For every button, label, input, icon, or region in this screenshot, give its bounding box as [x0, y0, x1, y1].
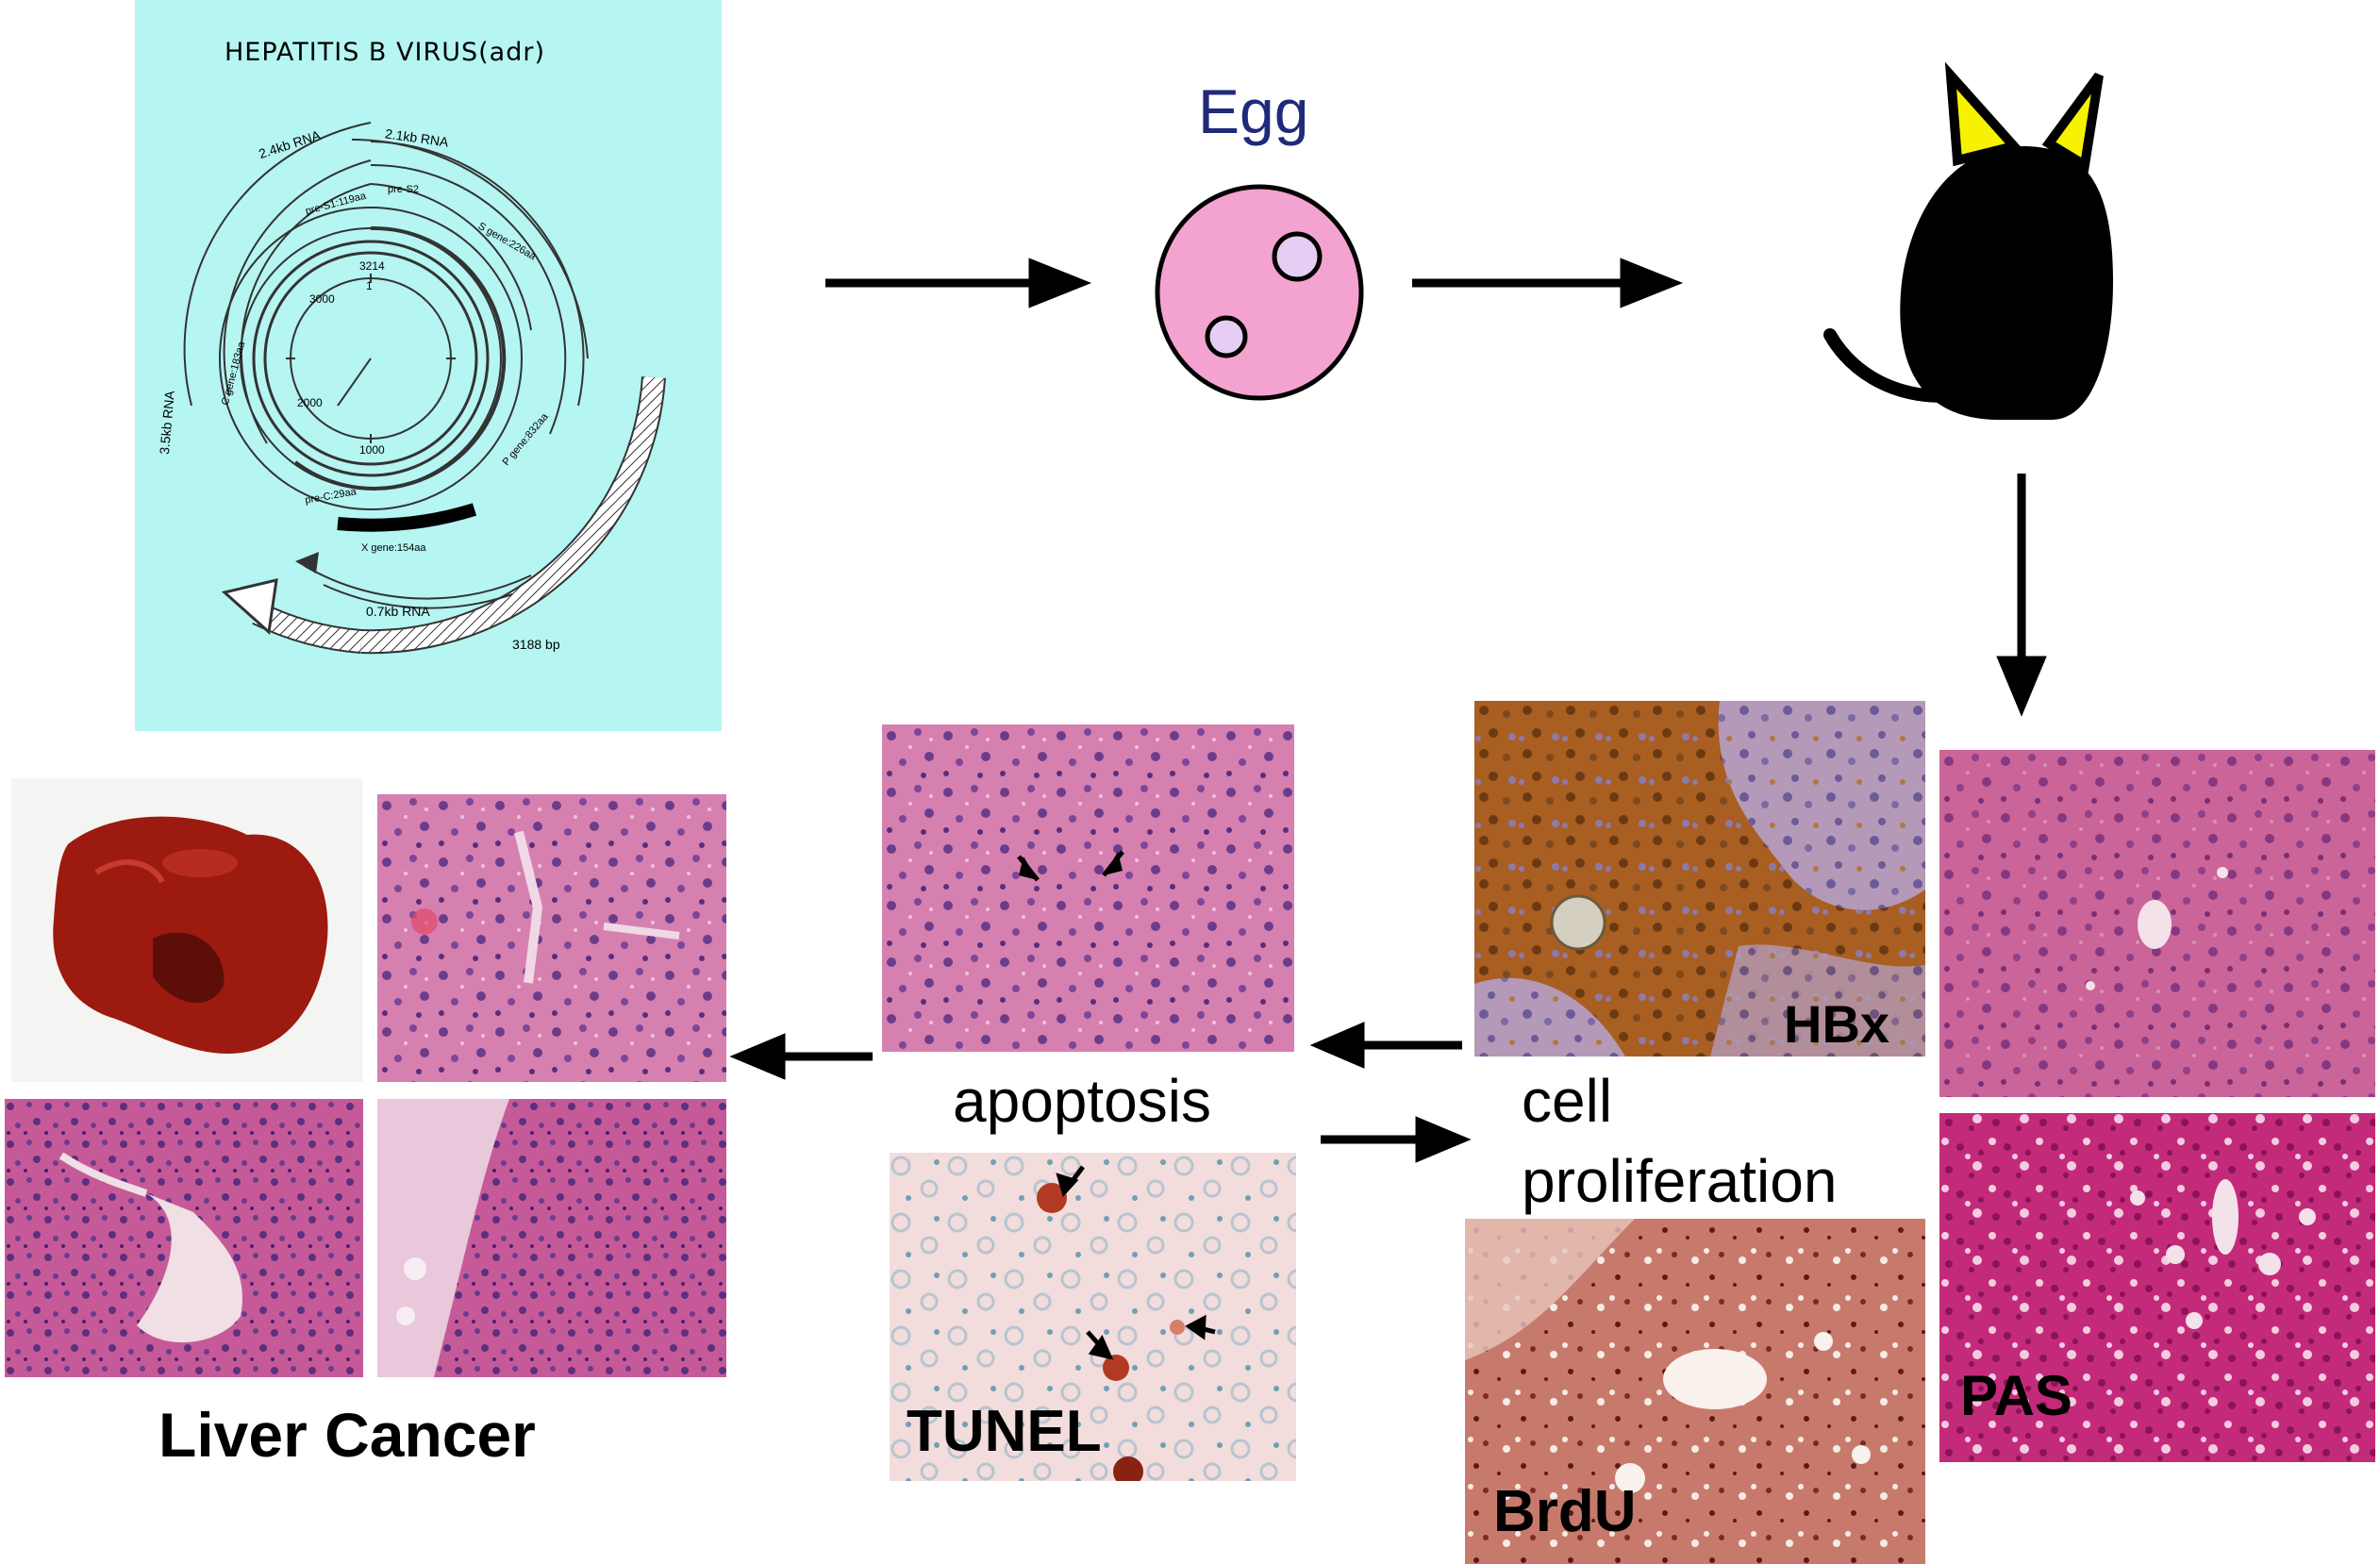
rna-label-0-7kb: 0.7kb RNA [366, 604, 430, 619]
cell-proliferation-label-line2: proliferation [1522, 1147, 1838, 1215]
position-label-1: 1 [366, 279, 373, 292]
mouse-tail [1823, 328, 1950, 403]
arrow-hbx-to-apoptosis-head [1309, 1022, 1365, 1069]
brdu-stain-image: BrdU [1465, 1219, 1925, 1564]
transgenic-mouse [1823, 61, 2113, 420]
apoptosis-he-image [882, 724, 1294, 1052]
mouse-body [1900, 146, 2113, 420]
arrow-egg-to-mouse-head [1620, 258, 1684, 308]
genome-map-title: HEPATITIS B VIRUS(adr) [225, 38, 545, 67]
liver-cancer-label: Liver Cancer [158, 1400, 536, 1470]
mouse-left-ear [1944, 61, 2023, 167]
gene-label-pre-s2: pre-S2 [388, 184, 420, 195]
egg-label: Egg [1198, 76, 1309, 146]
pas-label: PAS [1960, 1364, 2072, 1427]
arrow-genome-to-egg-head [1028, 258, 1092, 308]
arrow-mouse-to-tissue-head [1996, 656, 2047, 717]
hbx-label: HBx [1784, 994, 1890, 1054]
cancer-he-image-3 [377, 1099, 726, 1377]
position-label-3214: 3214 [359, 259, 385, 273]
position-label-2000: 2000 [297, 396, 323, 409]
gene-label-x: X gene:154aa [361, 542, 426, 554]
position-label-3000: 3000 [309, 292, 335, 306]
position-label-1000: 1000 [359, 443, 385, 457]
liver-organ-photo [11, 778, 362, 1082]
cancer-he-image-2 [5, 1099, 363, 1377]
hbv-genome-map-panel: HEPATITIS B VIRUS(adr) 2.4kb RNA 2.1kb R… [135, 0, 722, 731]
egg-nucleus-2 [1205, 315, 1248, 358]
tunel-stain-image: TUNEL [890, 1153, 1296, 1481]
brdu-label: BrdU [1493, 1479, 1637, 1544]
he-stain-image-normal [1939, 750, 2375, 1097]
apoptosis-label: apoptosis [953, 1067, 1211, 1135]
hbx-stain-image: HBx [1474, 701, 1925, 1057]
hbv-genome-map [183, 122, 666, 655]
egg-cell [1155, 184, 1364, 401]
arrow-apoptosis-to-cancer-head [729, 1033, 786, 1080]
mouse-right-ear [2041, 73, 2104, 174]
egg-nucleus-1 [1272, 231, 1323, 282]
pas-stain-image: PAS [1939, 1113, 2375, 1462]
arrow-apoptosis-to-proliferation-head [1415, 1116, 1472, 1163]
genome-length-label: 3188 bp [512, 637, 560, 652]
cell-proliferation-label-line1: cell [1522, 1067, 1613, 1135]
cancer-he-image-1 [377, 794, 726, 1082]
tunel-label: TUNEL [907, 1399, 1102, 1464]
